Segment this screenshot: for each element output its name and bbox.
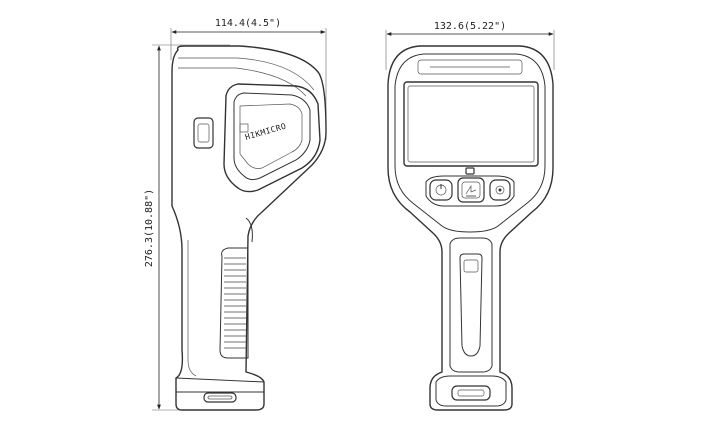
side-grip: [219, 247, 249, 359]
lens-module: HIKMICRO: [223, 83, 321, 193]
side-view: 114.4(4.5") 276.3(10.88") HIKMICRO: [144, 18, 327, 411]
front-handle: [449, 237, 493, 373]
front-bottom-cap: [435, 375, 507, 407]
power-button[interactable]: [429, 179, 453, 201]
status-indicator: [465, 167, 475, 175]
brand-text: HIKMICRO: [244, 122, 287, 142]
usb-port: [203, 392, 237, 403]
front-width-dimension: 132.6(5.22"): [385, 21, 555, 70]
power-icon: [435, 184, 447, 196]
front-view: 132.6(5.22"): [385, 21, 555, 411]
height-label: 276.3(10.88"): [144, 189, 155, 267]
front-width-label: 132.6(5.22"): [434, 21, 506, 32]
camera-button[interactable]: [489, 179, 511, 201]
trigger: [245, 217, 253, 243]
side-latch: [193, 117, 214, 149]
camera-icon: [495, 185, 505, 195]
side-body-outline: [171, 45, 327, 411]
height-dimension: 276.3(10.88"): [144, 44, 230, 411]
function-icon: [465, 184, 477, 197]
side-width-label: 114.4(4.5"): [215, 18, 281, 29]
display-screen: [403, 81, 539, 167]
function-button[interactable]: [457, 177, 485, 203]
front-body-outline: [387, 45, 554, 411]
